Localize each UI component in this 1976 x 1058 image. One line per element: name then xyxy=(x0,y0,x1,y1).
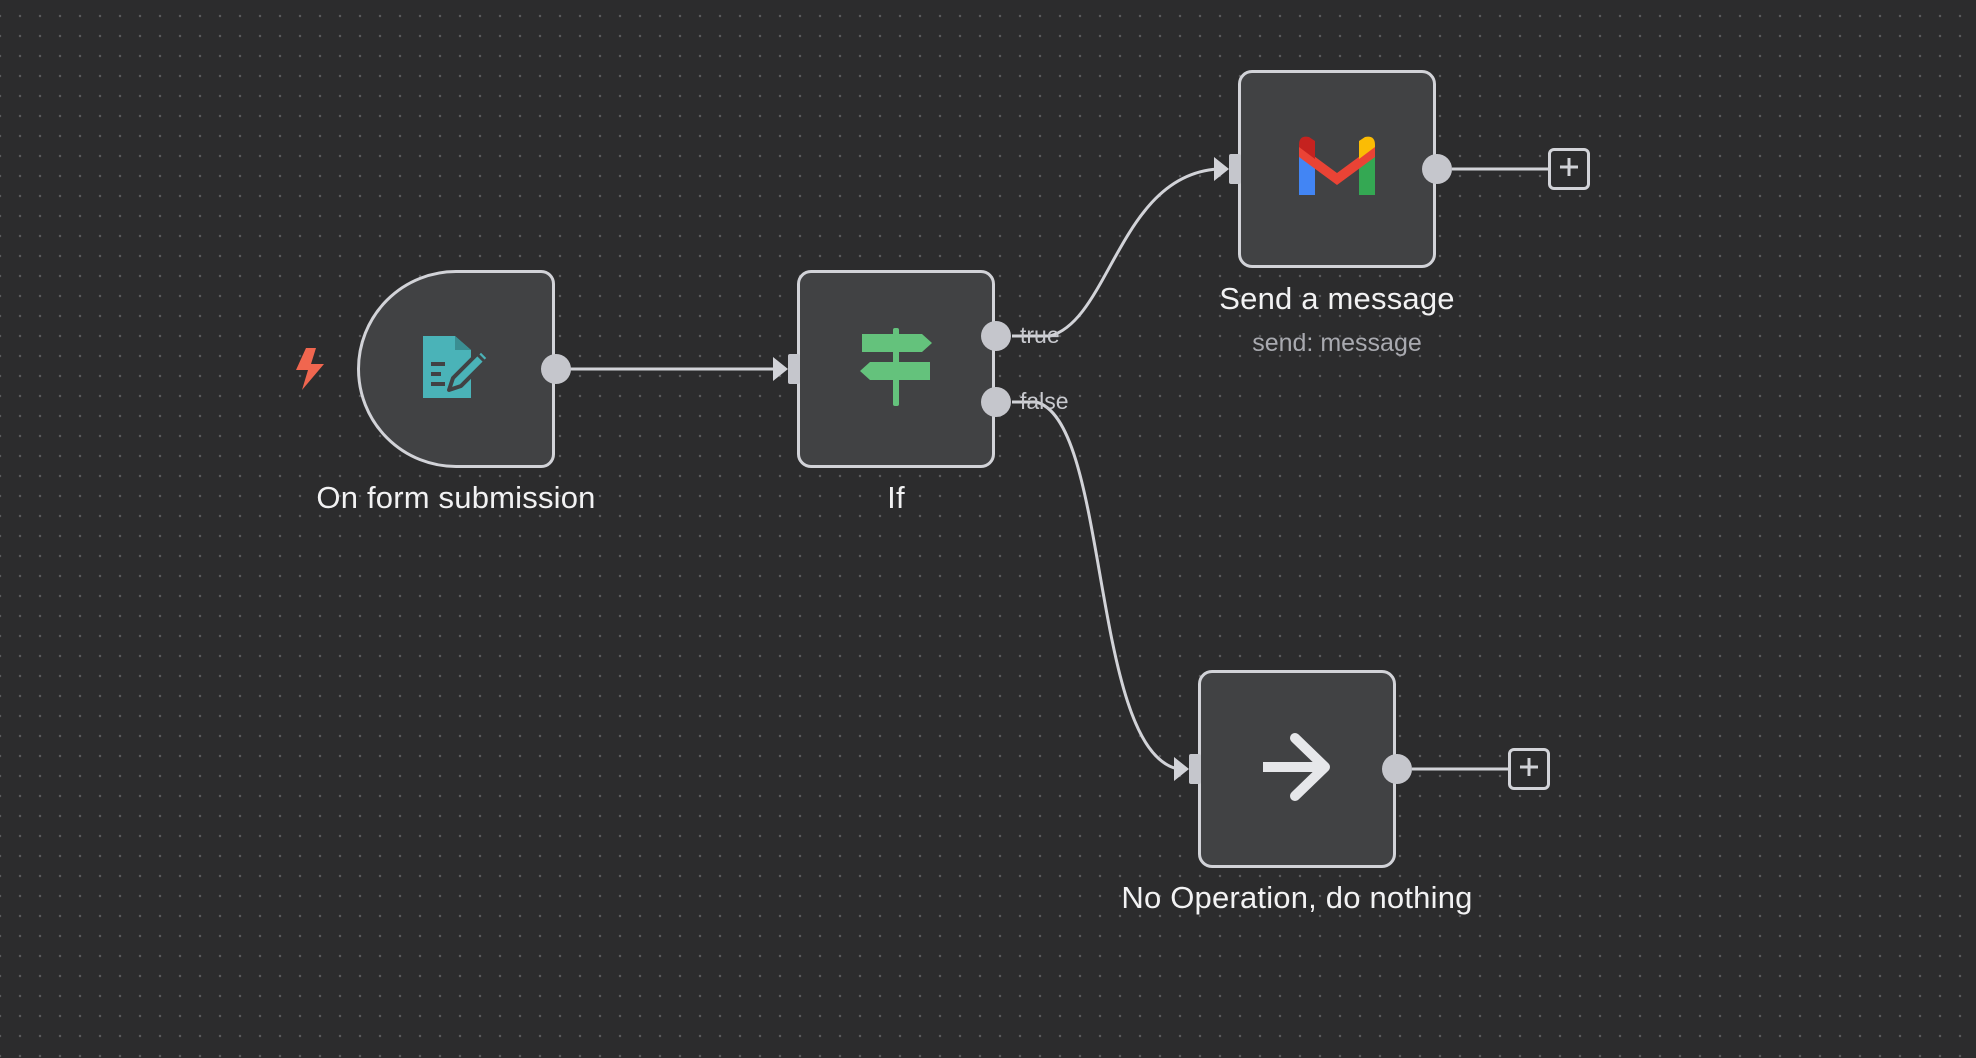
gmail-icon xyxy=(1295,135,1379,204)
output-handle[interactable] xyxy=(541,354,571,384)
lightning-bolt-icon xyxy=(294,346,326,397)
output-handle[interactable] xyxy=(1422,154,1452,184)
node-form-trigger[interactable] xyxy=(357,270,555,468)
output-handle[interactable] xyxy=(1382,754,1412,784)
arrow-right-icon xyxy=(1259,732,1335,807)
connection-arrowhead xyxy=(1174,757,1189,781)
output-handle-false[interactable] xyxy=(981,387,1011,417)
node-gmail[interactable] xyxy=(1238,70,1436,268)
plus-icon xyxy=(1518,756,1540,783)
node-noop[interactable] xyxy=(1198,670,1396,868)
node-title-form-trigger: On form submission xyxy=(316,480,596,515)
branch-label-true: true xyxy=(1020,322,1060,348)
input-handle[interactable] xyxy=(1229,154,1241,184)
connection-arrowhead xyxy=(1214,157,1229,181)
node-title-gmail: Send a message xyxy=(1219,281,1455,316)
output-handle-true[interactable] xyxy=(981,321,1011,351)
add-node-button[interactable] xyxy=(1548,148,1590,190)
connection-if-false-to-noop[interactable] xyxy=(1012,400,1179,771)
branch-label-false: false xyxy=(1020,388,1069,414)
input-handle[interactable] xyxy=(1189,754,1201,784)
node-title-if: If xyxy=(887,480,905,515)
connection-arrowhead xyxy=(773,357,788,381)
node-title-noop: No Operation, do nothing xyxy=(1121,880,1473,915)
node-if[interactable] xyxy=(797,270,995,468)
connection-if-true-to-gmail[interactable] xyxy=(1012,167,1219,338)
input-handle[interactable] xyxy=(788,354,800,384)
add-node-button[interactable] xyxy=(1508,748,1550,790)
signpost-icon xyxy=(856,326,936,413)
plus-icon xyxy=(1558,156,1580,183)
form-edit-icon xyxy=(419,332,493,407)
node-subtitle-gmail: send: message xyxy=(1252,329,1422,357)
